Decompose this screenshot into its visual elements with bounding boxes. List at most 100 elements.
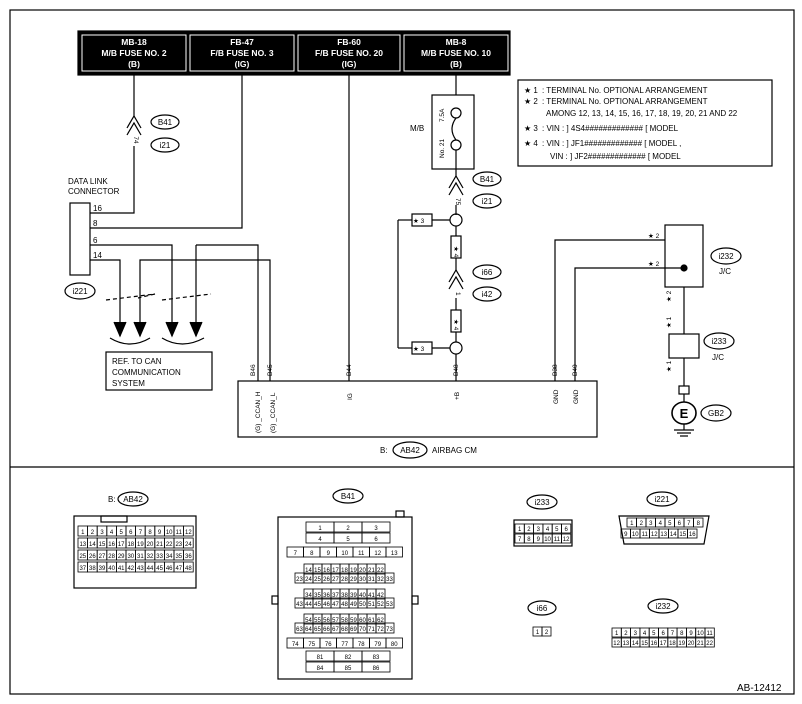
i66-connector-label: i66 (482, 268, 493, 277)
dlc-label-1: DATA LINK (68, 177, 108, 186)
pin-number: 7 (294, 551, 298, 557)
pin-number: 16 (651, 641, 658, 647)
pin-number: 77 (341, 642, 348, 648)
pin-number: 20 (147, 542, 154, 548)
i66-face-label: i66 (537, 604, 548, 613)
cm-pin-b46: B46 (250, 364, 257, 376)
pin-number: 40 (359, 593, 366, 599)
pin-number: 37 (79, 566, 86, 572)
pin-number: 34 (166, 554, 173, 560)
pin-number: 21 (697, 641, 704, 647)
b41-pin-74: 74 (132, 136, 139, 144)
pin-number: 15 (679, 532, 686, 538)
dlc-pin-8: 8 (93, 219, 98, 228)
pin-number: 10 (697, 631, 704, 637)
pin-number: 19 (350, 568, 357, 574)
pin-number: 76 (325, 642, 332, 648)
pin-number: 38 (341, 593, 348, 599)
note-4b-text: VIN : ] JF2############# [ MODEL (550, 152, 681, 161)
pin-number: 59 (350, 618, 357, 624)
pin-number: 78 (358, 642, 365, 648)
pin-number: 13 (79, 542, 86, 548)
pin-number: 36 (323, 593, 330, 599)
note-4-text: : VIN : ] JF1############# [ MODEL , (542, 139, 681, 148)
ref-line-3: SYSTEM (112, 379, 145, 388)
pin-number: 11 (358, 551, 365, 557)
pin-number: 10 (544, 537, 551, 543)
can-lines (90, 244, 271, 381)
star-4-bottom: ★ 4 (452, 319, 459, 331)
pin-number: 65 (314, 627, 321, 633)
pin-number: 67 (332, 627, 339, 633)
note-1-text: : TERMINAL No. OPTIONAL ARRANGEMENT (542, 86, 708, 95)
pin-number: 12 (563, 537, 570, 543)
pin-number: 86 (373, 666, 380, 672)
pin-cell (183, 549, 194, 561)
pin-number: 28 (341, 577, 348, 583)
pin-number: 13 (391, 551, 398, 557)
pin-number: 26 (323, 577, 330, 583)
pin-number: 19 (137, 542, 144, 548)
pin-number: 18 (669, 641, 676, 647)
pin-number: 23 (296, 577, 303, 583)
pin-number: 4 (318, 537, 322, 543)
i21-connector-tag-1 (150, 137, 180, 153)
pin-number: 60 (359, 618, 366, 624)
note-2b-text: AMONG 12, 13, 14, 15, 16, 17, 18, 19, 20… (546, 109, 738, 118)
note-2-mark: ★ 2 (524, 97, 538, 106)
fuse-3-line1: FB-60 (337, 37, 361, 47)
pin-number: 14 (632, 641, 639, 647)
pin-number: 6 (564, 527, 568, 533)
pin-number: 43 (296, 602, 303, 608)
i233-connector-tag (703, 332, 735, 350)
pin-number: 26 (89, 554, 96, 560)
pin-cell (384, 622, 395, 634)
pin-number: 20 (688, 641, 695, 647)
pin-number: 41 (118, 566, 125, 572)
ab42-connector-label: AB42 (400, 446, 420, 455)
notes-box: ★ 1 : TERMINAL No. OPTIONAL ARRANGEMENT … (517, 79, 773, 167)
note-3-mark: ★ 3 (524, 124, 538, 133)
pin-number: 83 (373, 655, 380, 661)
pin-number: 34 (305, 593, 312, 599)
fuse-amp: 7.5A (439, 108, 446, 122)
pin-cell (361, 521, 391, 533)
i21-connector-tag-2 (472, 193, 502, 209)
pin-number: 74 (292, 642, 299, 648)
pin-cell (704, 627, 715, 638)
i42-connector-tag (472, 286, 502, 302)
ab42-face-outline (73, 515, 197, 589)
pin-number: 6 (129, 530, 133, 536)
pin-number: 11 (642, 532, 649, 538)
ab42-face-latch (100, 515, 128, 523)
pin-cell (561, 533, 572, 544)
data-link-connector: DATA LINK CONNECTOR 16 8 6 14 (68, 177, 120, 276)
i233-connector-label: i233 (711, 337, 727, 346)
diagram-code: AB-12412 (737, 683, 782, 694)
pin-number: 42 (377, 593, 384, 599)
i221-face-label: i221 (654, 495, 670, 504)
pin-number: 4 (659, 521, 663, 527)
jc-label-1: J/C (719, 267, 731, 276)
pin-number: 12 (613, 641, 620, 647)
pin-cell (361, 661, 391, 673)
pin-number: 19 (678, 641, 685, 647)
cm-pin-b40-name: GND (573, 389, 580, 404)
pin-number: 7 (687, 521, 691, 527)
b41-face-label: B41 (341, 492, 356, 501)
pin-number: 2 (346, 526, 350, 532)
i66-pin-1: 1 (454, 292, 461, 296)
pin-number: 11 (176, 530, 183, 536)
i42-connector-label: i42 (482, 290, 493, 299)
pin-number: 57 (332, 618, 339, 624)
pin-number: 11 (554, 537, 561, 543)
star-1-b: ★ 1 (666, 360, 673, 372)
gb2-ground-label: GB2 (708, 409, 725, 418)
b41-connector-label-1: B41 (158, 118, 173, 127)
pin-number: 18 (341, 568, 348, 574)
pin-number: 7 (671, 631, 675, 637)
